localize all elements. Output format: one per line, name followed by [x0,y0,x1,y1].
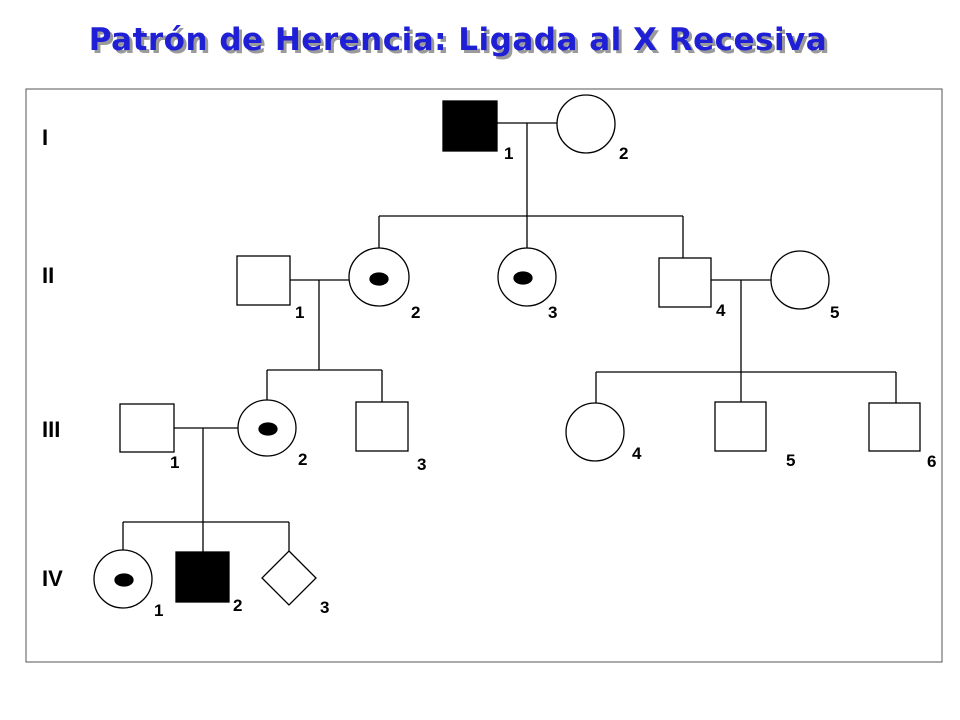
individual-III-5-male [714,401,767,452]
carrier-dot-icon [114,573,134,587]
carrier-dot-icon [513,271,533,285]
individual-II-1-male [236,255,291,306]
individual-number-III-1: 1 [170,453,179,472]
individual-number-IV-3: 3 [320,598,329,617]
individual-number-IV-2: 2 [233,596,242,615]
individual-IV-2-affected-male [175,551,230,603]
generation-label-II: II [42,263,54,288]
individual-number-II-5: 5 [830,303,839,322]
individual-number-II-2: 2 [411,303,420,322]
individual-number-III-2: 2 [298,450,307,469]
pedigree-lines [122,122,897,552]
individual-III-1-male [119,403,175,453]
individual-IV-3-unknown-sex [261,550,317,606]
individual-number-I-1: 1 [504,144,513,163]
individual-I-2-female [556,94,616,154]
individual-number-IV-1: 1 [154,601,163,620]
individual-I-1-affected-male [442,100,498,152]
individual-number-III-3: 3 [417,455,426,474]
generation-label-IV: IV [42,566,63,591]
individual-III-6-male [868,402,921,452]
individual-III-4-female [565,402,625,462]
individual-number-II-4: 4 [716,301,726,320]
individual-number-III-4: 4 [632,444,642,463]
individual-number-III-5: 5 [786,451,795,470]
individual-number-II-1: 1 [295,303,304,322]
page-title: Patrón de Herencia: Ligada al X Recesiva [88,22,828,58]
individual-number-I-2: 2 [619,144,628,163]
individual-II-5-female [770,250,830,310]
carrier-dot-icon [369,272,389,286]
individual-III-3-male [355,401,409,452]
generation-label-III: III [42,417,60,442]
carrier-dot-icon [258,422,278,436]
individual-II-4-male [658,257,712,308]
individual-number-II-3: 3 [548,303,557,322]
generation-label-I: I [42,125,48,150]
individual-number-III-6: 6 [927,452,936,471]
diagram-frame [25,88,943,663]
